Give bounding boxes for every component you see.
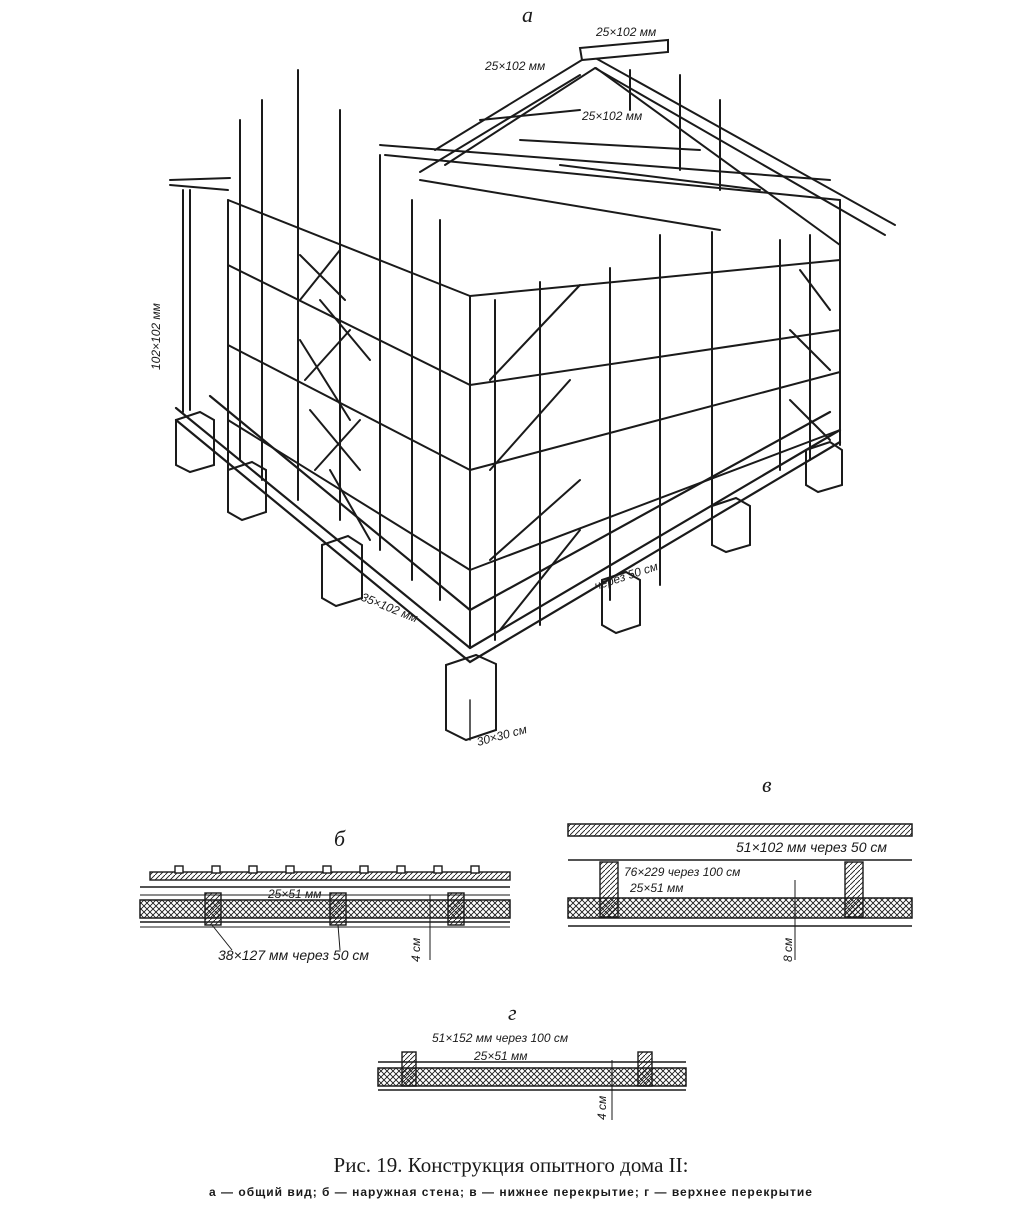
right-wall-frame <box>469 199 841 641</box>
corner-post <box>169 177 231 413</box>
label-collar: 25×102 мм <box>581 109 642 123</box>
label-g-joist: 51×152 мм через 100 см <box>432 1031 568 1045</box>
label-v-board: 51×102 мм через 50 см <box>736 839 887 855</box>
panel-g-upper-floor: г 51×152 мм через 100 см 25×51 мм 4 см <box>377 1000 687 1120</box>
panel-v-lower-floor: в 51×102 мм через 50 см 76×229 через 100… <box>567 772 913 962</box>
label-rafter: 25×102 мм <box>484 59 545 73</box>
roof-rafters <box>379 38 896 246</box>
figure-caption-subtitle: а — общий вид; б — наружная стена; в — н… <box>209 1185 813 1199</box>
label-ridge-board: 25×102 мм <box>595 25 656 39</box>
label-corner-post: 102×102 мм <box>149 303 163 370</box>
label-v-thickness: 8 см <box>781 938 795 962</box>
panel-a-general-view: а <box>149 2 896 749</box>
label-b-thickness: 4 см <box>409 938 423 962</box>
figure-drawing: а <box>139 2 913 1120</box>
label-v-joist: 76×229 через 100 см <box>624 865 740 879</box>
figure-caption-title: Рис. 19. Конструкция опытного дома II: <box>333 1153 689 1177</box>
label-g-thickness: 4 см <box>595 1096 609 1120</box>
left-wall-frame <box>227 69 471 649</box>
label-v-ledger: 25×51 мм <box>629 881 684 895</box>
panel-a-letter: а <box>522 2 533 27</box>
panel-g-letter: г <box>508 1000 517 1025</box>
panel-b-letter: б <box>334 826 346 851</box>
label-b-batten: 25×51 мм <box>267 887 322 901</box>
label-g-ledger: 25×51 мм <box>473 1049 528 1063</box>
panel-v-letter: в <box>762 772 772 797</box>
label-b-studs: 38×127 мм через 50 см <box>218 947 369 963</box>
panel-b-outer-wall: б 25×51 мм 38×127 мм через 50 см 4 см <box>139 826 511 963</box>
